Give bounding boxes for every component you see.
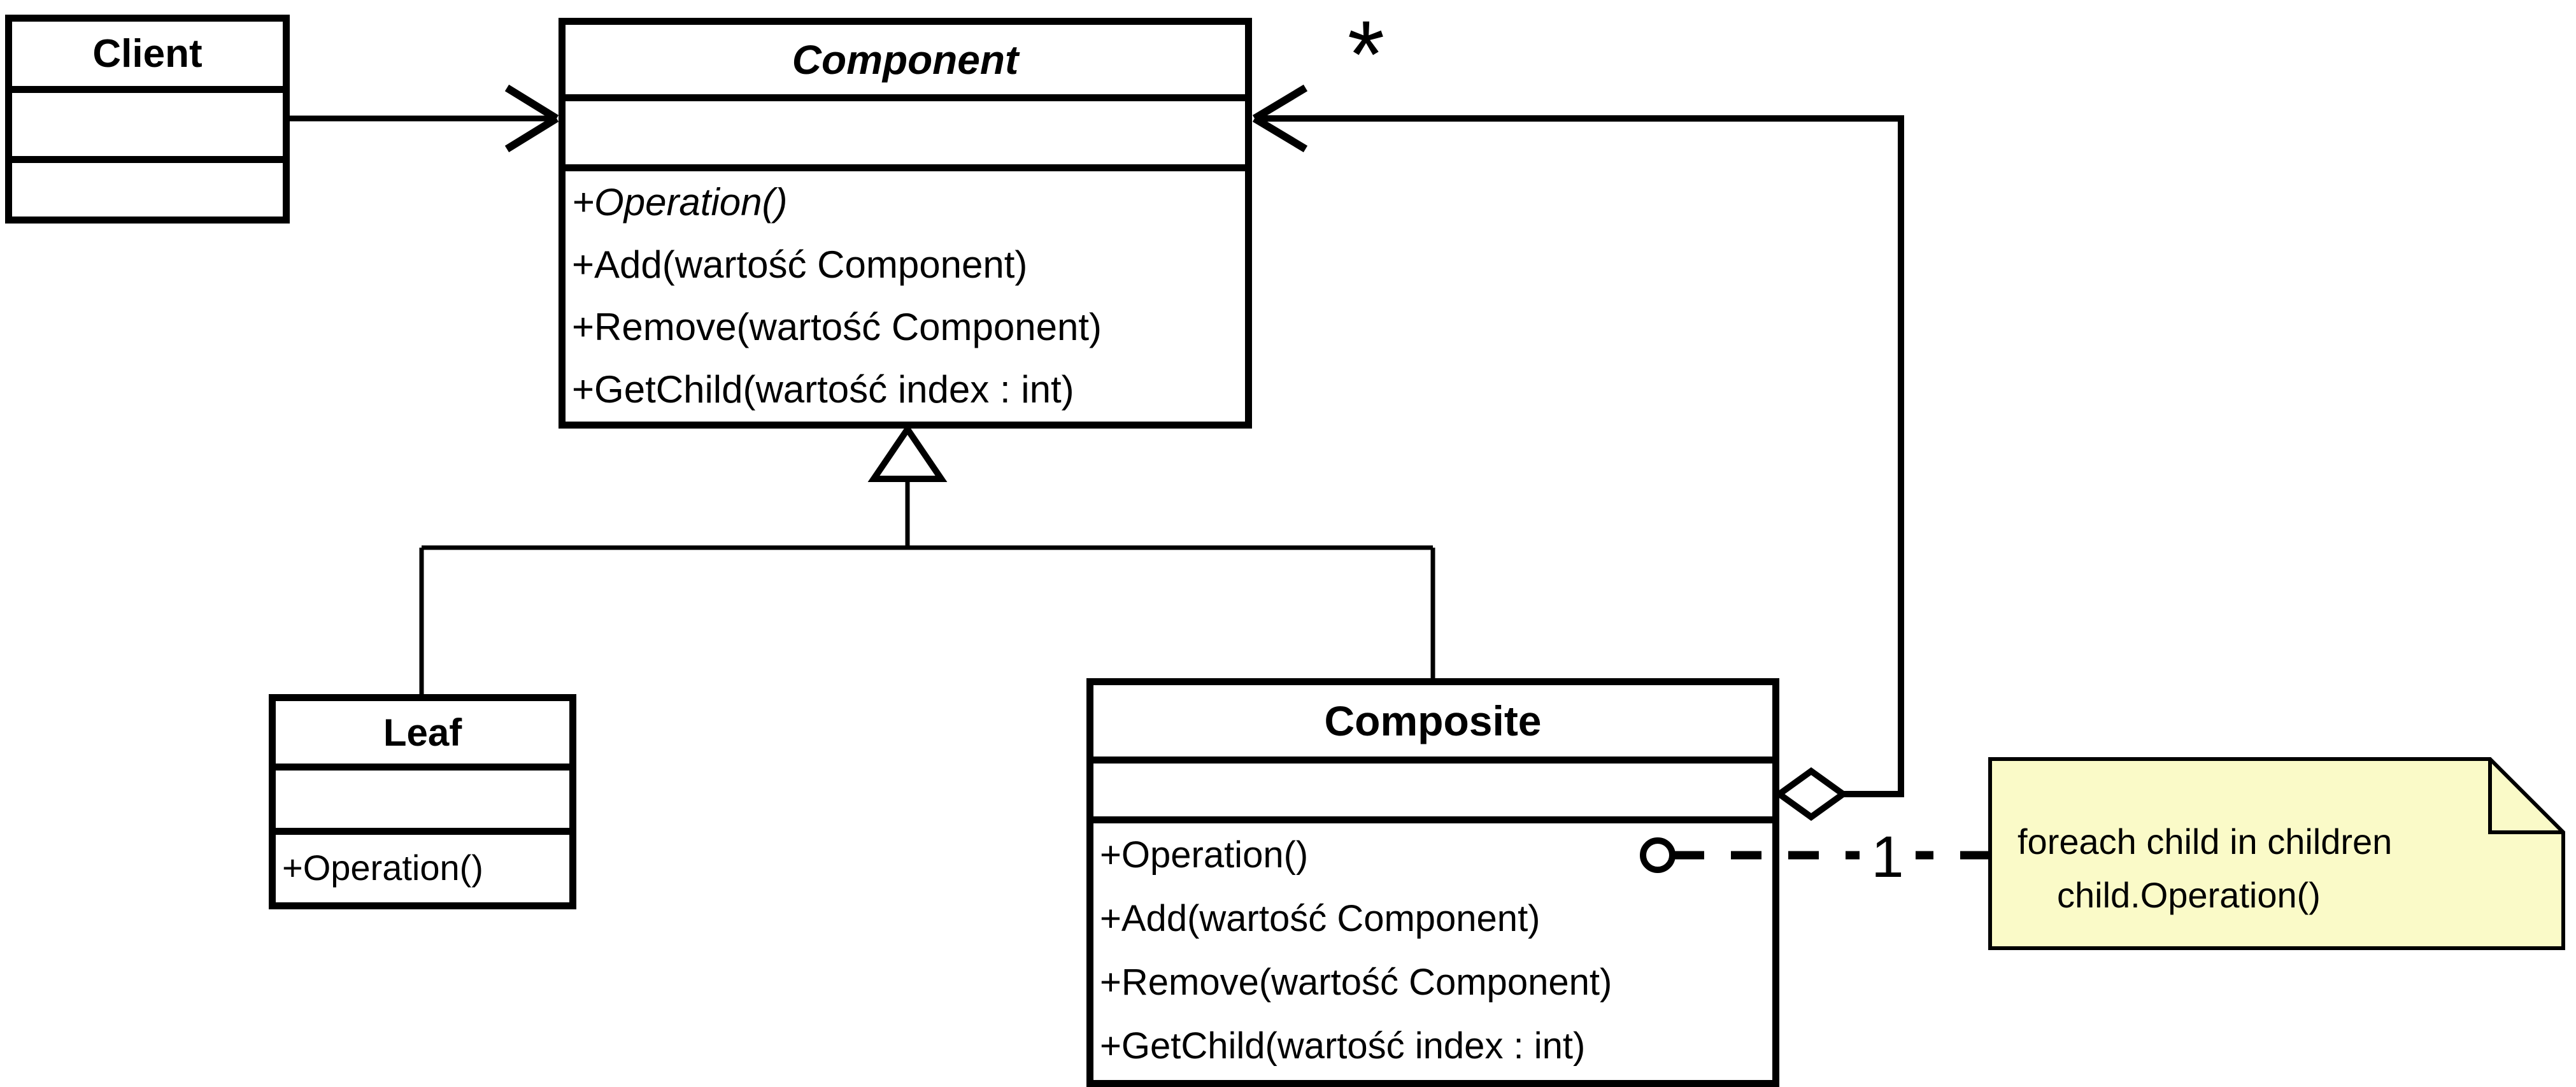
class-box-composite: Composite +Operation() +Add(wartość Comp… xyxy=(1086,678,1779,1087)
class-title-composite: Composite xyxy=(1093,685,1772,764)
aggregation-open-arrowhead xyxy=(1252,84,1308,153)
class-title-composite-label: Composite xyxy=(1324,697,1542,744)
method-component-operation: +Operation() xyxy=(572,181,788,224)
class-methods-leaf: +Operation() xyxy=(276,835,569,901)
method-composite-add: +Add(wartość Component) xyxy=(1100,898,1541,939)
method-leaf-operation: +Operation() xyxy=(282,848,483,888)
note-text-line-1: foreach child in children xyxy=(2017,821,2393,862)
note-text: foreach child in children child.Operatio… xyxy=(2017,815,2540,922)
class-methods-composite: +Operation() +Add(wartość Component) +Re… xyxy=(1093,823,1772,1078)
method-component-add: +Add(wartość Component) xyxy=(572,243,1028,286)
method-composite-getchild: +GetChild(wartość index : int) xyxy=(1100,1025,1586,1067)
multiplicity-one-label: 1 xyxy=(1860,827,1916,888)
class-box-client: Client xyxy=(5,15,290,224)
class-title-leaf-label: Leaf xyxy=(383,711,462,754)
generalization-triangle xyxy=(867,423,948,482)
class-attributes-leaf xyxy=(276,771,569,835)
class-title-leaf: Leaf xyxy=(276,701,569,771)
class-title-client-label: Client xyxy=(92,32,203,76)
class-box-component: Component +Operation() +Add(wartość Comp… xyxy=(559,18,1252,429)
class-attributes-composite xyxy=(1093,764,1772,823)
method-component-getchild: +GetChild(wartość index : int) xyxy=(572,368,1074,411)
class-title-component-label: Component xyxy=(792,36,1019,83)
method-component-remove: +Remove(wartość Component) xyxy=(572,306,1102,348)
class-title-component: Component xyxy=(566,25,1245,101)
class-methods-component: +Operation() +Add(wartość Component) +Re… xyxy=(566,171,1245,421)
method-composite-remove: +Remove(wartość Component) xyxy=(1100,962,1612,1003)
association-client-component-open-arrowhead xyxy=(504,84,559,153)
class-box-leaf: Leaf +Operation() xyxy=(269,694,576,909)
method-composite-operation: +Operation() xyxy=(1100,834,1309,876)
class-attributes-client xyxy=(12,93,283,163)
class-title-client: Client xyxy=(12,22,283,93)
multiplicity-star-label: * xyxy=(1347,1,1385,108)
note-text-line-2: child.Operation() xyxy=(2057,875,2321,915)
class-attributes-component xyxy=(566,101,1245,171)
aggregation-diamond xyxy=(1774,767,1849,821)
